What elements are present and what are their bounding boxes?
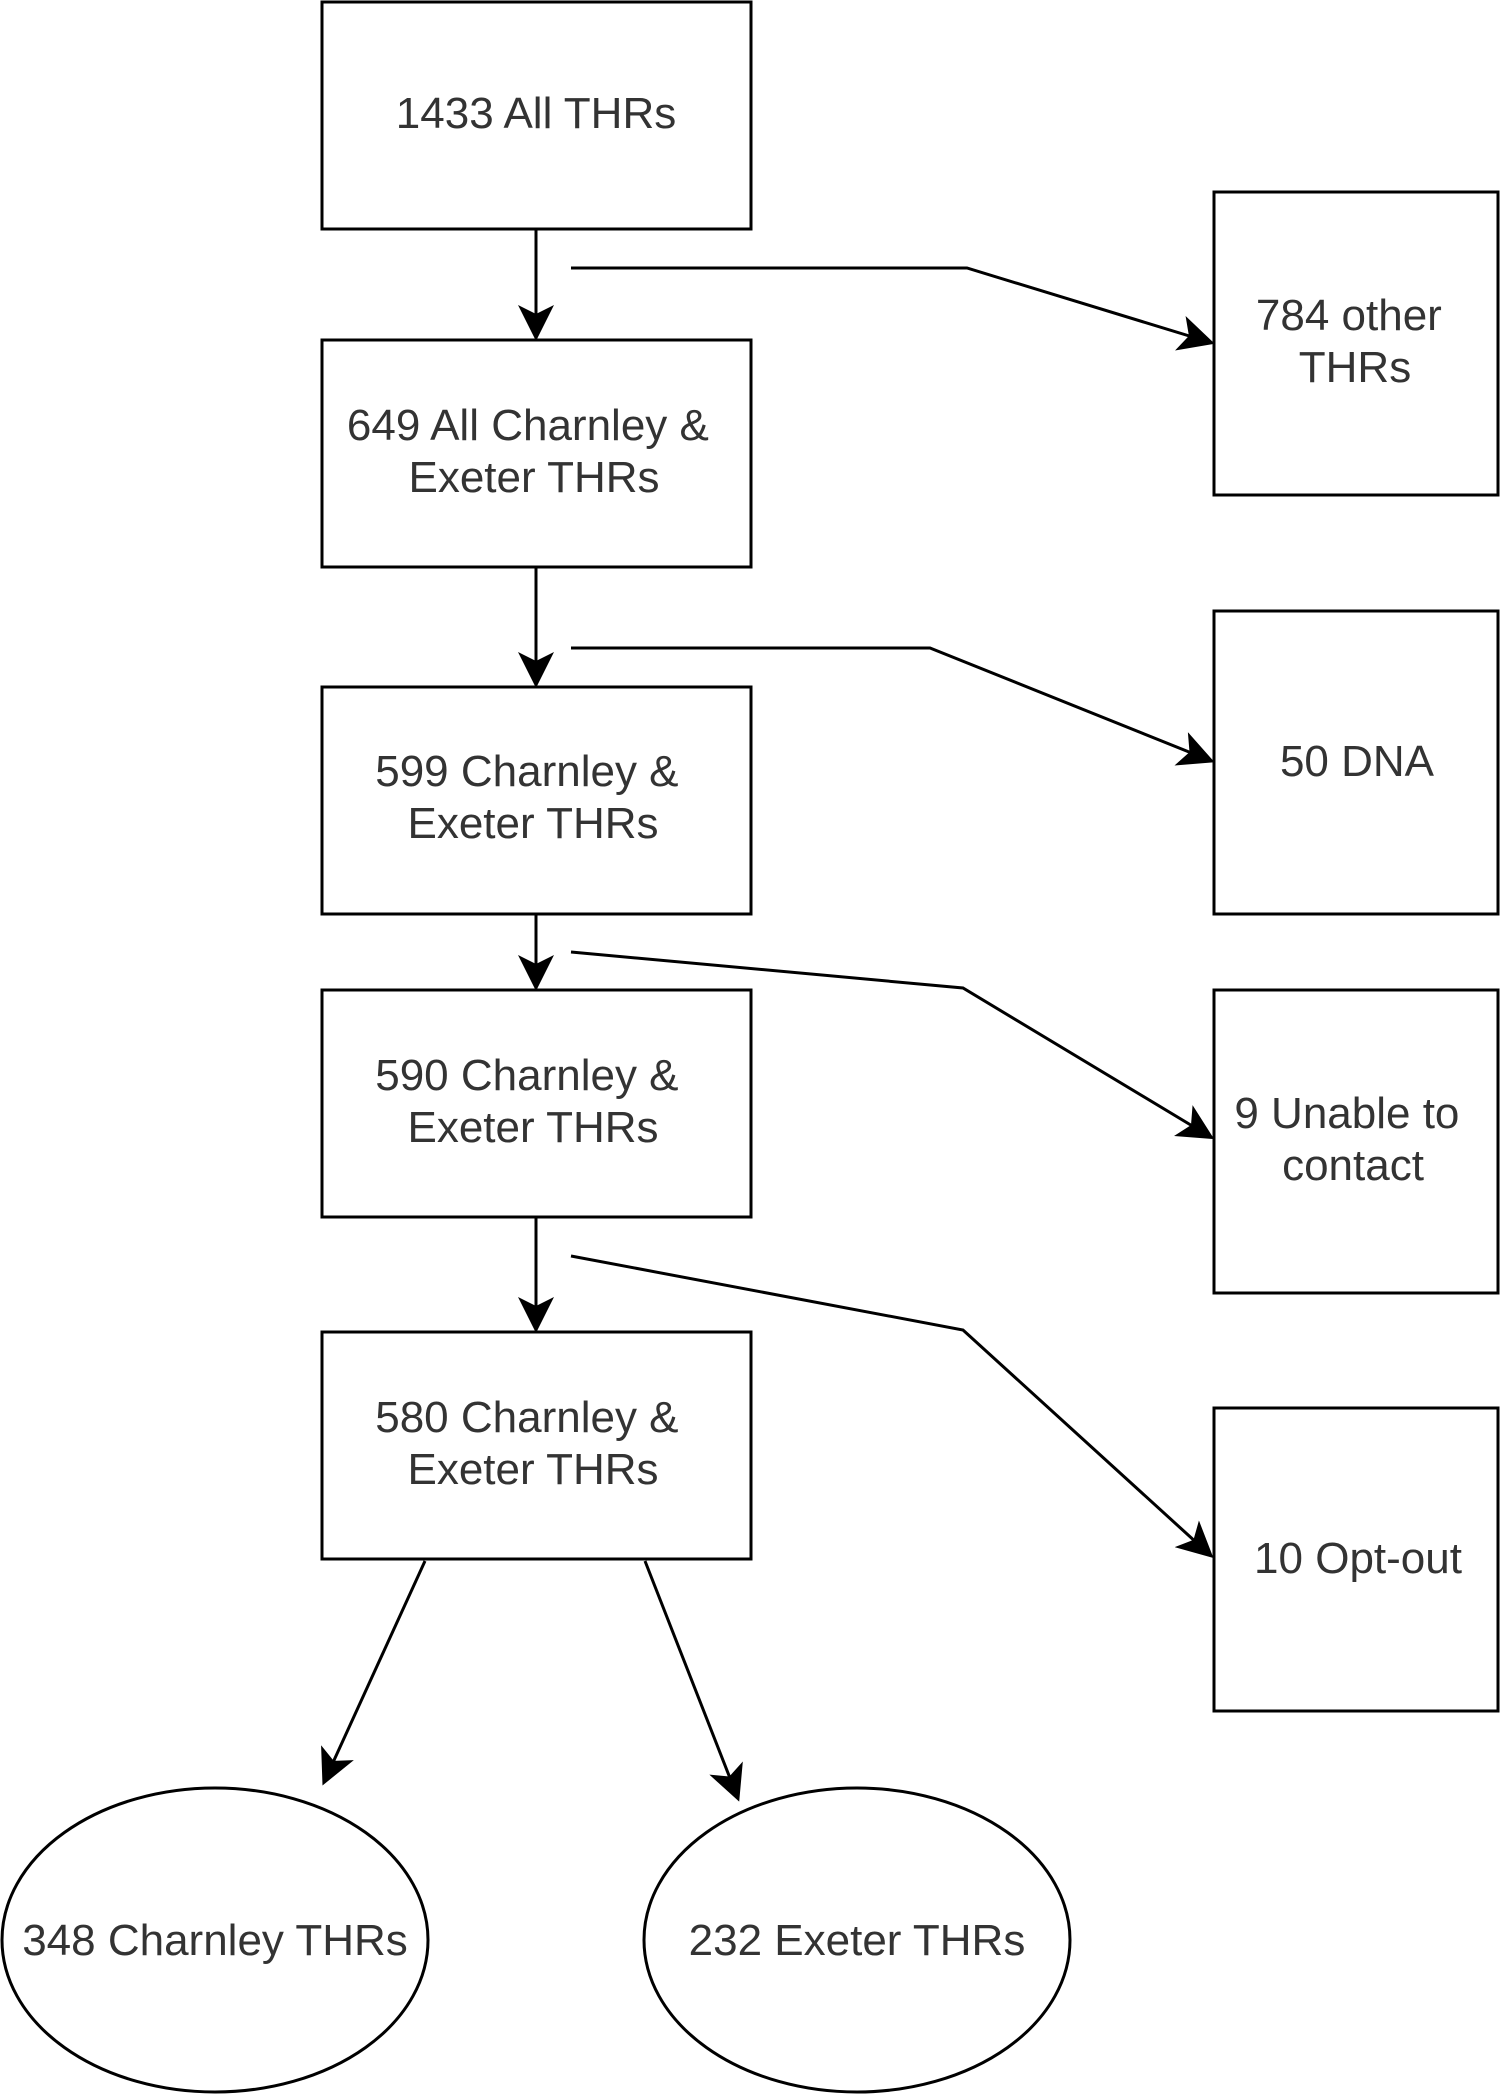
- arrow-to-other-thrs: [571, 266, 1215, 351]
- step-label-590: 590 Charnley & Exeter THRs: [375, 1051, 691, 1152]
- arrow-to-exeter: [643, 1560, 743, 1802]
- exclusion-label-dna: 50 DNA: [1280, 737, 1435, 786]
- exclusion-label-unable-to-contact: 9 Unable to contact: [1234, 1089, 1471, 1190]
- exclusion-box-unable-to-contact: 9 Unable to contact: [1212, 988, 1500, 1295]
- exclusion-label-other-thrs: 784 other THRs: [1256, 291, 1454, 392]
- step-label-599: 599 Charnley & Exeter THRs: [375, 747, 691, 848]
- arrow-to-charnley: [321, 1560, 427, 1786]
- exclusion-label-opt-out: 10 Opt-out: [1254, 1534, 1462, 1583]
- exclusion-box-opt-out: 10 Opt-out: [1212, 1406, 1500, 1713]
- exclusion-box-other-thrs: 784 other THRs: [1212, 190, 1500, 497]
- exclusion-box-dna: 50 DNA: [1212, 609, 1500, 916]
- step-box-all-charnley-exeter: 649 All Charnley & Exeter THRs: [320, 338, 753, 569]
- step-box-599: 599 Charnley & Exeter THRs: [320, 685, 753, 916]
- step-box-580: 580 Charnley & Exeter THRs: [320, 1330, 753, 1561]
- step-label-all-charnley-exeter: 649 All Charnley & Exeter THRs: [347, 401, 721, 502]
- outcome-ellipse-exeter: 232 Exeter THRs: [642, 1786, 1072, 2094]
- outcome-label-exeter: 232 Exeter THRs: [689, 1916, 1026, 1965]
- step-label-580: 580 Charnley & Exeter THRs: [375, 1393, 691, 1494]
- outcome-label-charnley: 348 Charnley THRs: [22, 1916, 408, 1965]
- arrow-to-dna: [571, 646, 1215, 766]
- outcome-ellipse-charnley: 348 Charnley THRs: [0, 1786, 430, 2094]
- step-box-590: 590 Charnley & Exeter THRs: [320, 988, 753, 1219]
- arrow-to-unable-to-contact: [570, 950, 1215, 1140]
- step-label-all-thrs: 1433 All THRs: [396, 89, 676, 138]
- arrow-to-opt-out: [570, 1254, 1214, 1559]
- step-box-all-thrs: 1433 All THRs: [320, 0, 753, 231]
